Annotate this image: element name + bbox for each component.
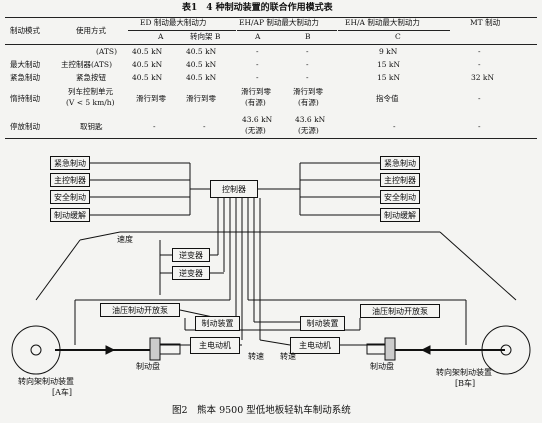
row-4-ehap-b: 滑行到零: [293, 87, 323, 96]
right-master-controller-input: 主控制器: [380, 173, 420, 187]
row-3-mode: 紧急制动: [10, 73, 40, 82]
row-4-method-2: (V < 5 km/h): [66, 98, 115, 107]
left-master-controller-input: 主控制器: [50, 173, 90, 187]
row-5-ehap-b: 43.6 kN: [295, 115, 326, 124]
left-emergency-brake-input: 紧急制动: [50, 156, 90, 170]
header-eha-c: C: [395, 32, 401, 41]
header-mode: 制动模式: [10, 26, 40, 35]
header-mt: MT 制动: [470, 18, 501, 27]
header-eha: EH/A 制动最大制动力: [345, 18, 420, 27]
row-3-eha: 15 kN: [377, 73, 401, 82]
row-4-ehap-b-2: (有源): [298, 98, 319, 107]
ehap-span-rule: [237, 30, 337, 31]
left-safety-brake-input: 安全制动: [50, 190, 90, 204]
row-2-ed-b: 40.5 kN: [186, 60, 217, 69]
controller: 控制器: [210, 180, 258, 198]
row-5-mt: -: [478, 122, 481, 131]
row-5-ehap-a: 43.6 kN: [242, 115, 273, 124]
row-4-ehap-a-2: (有源): [245, 98, 266, 107]
speed-label: 速度: [117, 235, 133, 244]
header-ehap-a: A: [255, 32, 261, 41]
table-bottom-rule: [5, 138, 537, 139]
row-5-mode: 停放制动: [10, 122, 40, 131]
right-brake-disc-label: 制动盘: [370, 362, 394, 371]
header-ed: ED 制动最大制动力: [140, 18, 207, 27]
row-4-mt: -: [478, 94, 481, 103]
row-3-method: 紧急按钮: [76, 73, 106, 82]
right-rpm-label: 转速: [280, 352, 296, 361]
row-4-eha: 指令值: [376, 94, 399, 103]
row-4-method: 列车控制单元: [68, 87, 113, 96]
row-4-ed-a: 滑行到零: [136, 94, 166, 103]
row-5-ed-a: -: [153, 122, 156, 131]
right-bogie-brake-label: 转向架制动装置: [436, 368, 492, 377]
eha-span-rule: [338, 30, 450, 31]
right-traction-motor: 主电动机: [290, 337, 340, 354]
left-rpm-label: 转速: [248, 352, 264, 361]
left-hydraulic-release-pump: 油压制动开放泵: [100, 303, 180, 317]
row-4-ed-b: 滑行到零: [186, 94, 216, 103]
table-head-rule: [5, 44, 537, 45]
header-ehap: EH/AP 制动最大制动力: [239, 18, 319, 27]
row-4-ehap-a: 滑行到零: [241, 87, 271, 96]
left-brake-release-input: 制动缓解: [50, 208, 90, 222]
row-1-ed-b: 40.5 kN: [186, 47, 217, 56]
right-hydraulic-release-pump: 油压制动开放泵: [360, 304, 440, 318]
row-2-mode: 最大制动: [10, 60, 40, 69]
table-title: 表1 4 种制动装置的联合作用模式表: [182, 3, 333, 13]
row-2-ehap-a: -: [256, 60, 259, 69]
right-safety-brake-input: 安全制动: [380, 190, 420, 204]
left-brake-unit: 制动装置: [195, 316, 240, 331]
table-top-rule: [5, 17, 537, 18]
row-3-ed-b: 40.5 kN: [186, 73, 217, 82]
row-5-ehap-b-2: (无源): [298, 126, 319, 135]
row-2-ed-a: 40.5 kN: [132, 60, 163, 69]
left-traction-motor: 主电动机: [190, 337, 240, 354]
row-5-ed-b: -: [203, 122, 206, 131]
row-3-ehap-a: -: [256, 73, 259, 82]
row-3-mt: 32 kN: [471, 73, 495, 82]
figure-caption: 图2 熊本 9500 型低地板轻轨车制动系统: [172, 405, 351, 416]
row-4-mode: 惰持制动: [10, 94, 40, 103]
header-ed-b: 转向架 B: [190, 32, 221, 41]
row-1-ehap-b: -: [306, 47, 309, 56]
right-emergency-brake-input: 紧急制动: [380, 156, 420, 170]
right-brake-release-input: 制动缓解: [380, 208, 420, 222]
ed-span-rule: [128, 30, 236, 31]
header-ed-a: A: [158, 32, 164, 41]
row-2-eha: 15 kN: [377, 60, 401, 69]
row-1-ehap-a: -: [256, 47, 259, 56]
row-3-ehap-b: -: [306, 73, 309, 82]
row-2-method: 主控制器(ATS): [61, 60, 112, 69]
left-bogie-brake-label: 转向架制动装置: [18, 377, 74, 386]
header-method: 使用方式: [76, 26, 106, 35]
inverter-upper: 逆变器: [172, 248, 210, 262]
row-2-mt: -: [478, 60, 481, 69]
left-brake-disc-label: 制动盘: [136, 362, 160, 371]
row-1-method: (ATS): [96, 47, 117, 56]
car-a-label: [A车]: [52, 388, 73, 397]
row-2-ehap-b: -: [306, 60, 309, 69]
header-ehap-b: B: [305, 32, 311, 41]
row-5-method: 取钥匙: [80, 122, 103, 131]
right-brake-unit: 制动装置: [300, 316, 345, 331]
inverter-lower: 逆变器: [172, 266, 210, 280]
row-5-eha: -: [393, 122, 396, 131]
row-1-eha: 9 kN: [379, 47, 398, 56]
row-3-ed-a: 40.5 kN: [132, 73, 163, 82]
row-1-ed-a: 40.5 kN: [132, 47, 163, 56]
row-5-ehap-a-2: (无源): [245, 126, 266, 135]
row-1-mt: -: [478, 47, 481, 56]
car-b-label: [B车]: [455, 379, 476, 388]
